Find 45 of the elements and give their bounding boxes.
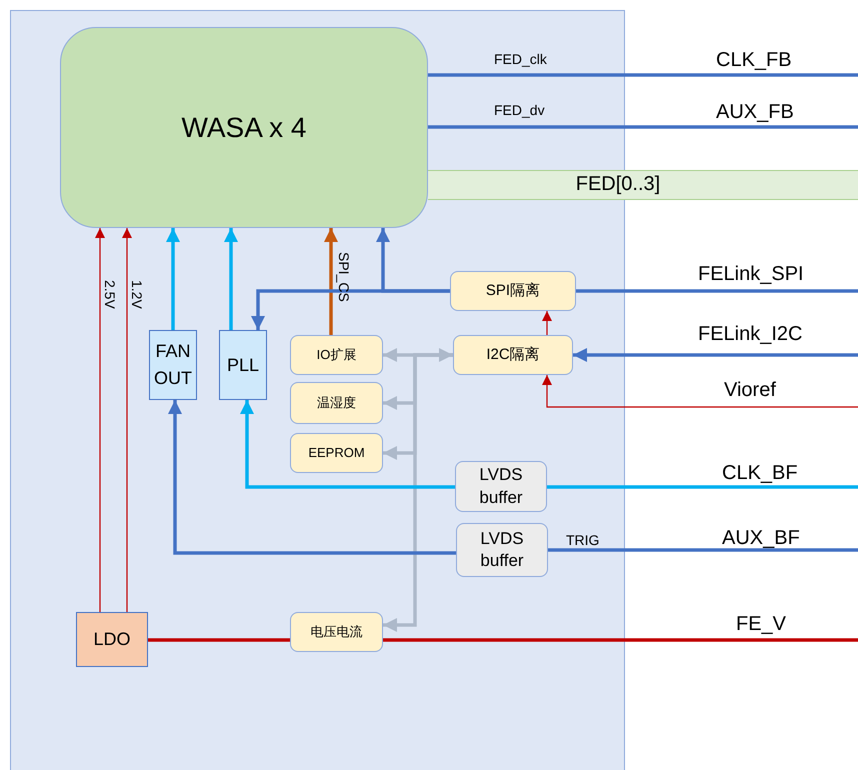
arrow xyxy=(122,228,132,612)
arrow xyxy=(240,400,455,489)
arrow xyxy=(542,375,858,408)
connector-line xyxy=(428,125,858,129)
edge-label: 1.2V xyxy=(130,280,144,309)
edge-label: FE_V xyxy=(736,614,786,634)
signal-band: FED[0..3] xyxy=(428,170,858,200)
connector-line xyxy=(576,289,858,293)
connector-line xyxy=(547,485,858,489)
edge-label: AUX_BF xyxy=(722,528,800,548)
process-box: FAN OUT xyxy=(149,330,197,400)
arrow xyxy=(95,228,105,612)
process-box: PLL xyxy=(219,330,267,400)
edge-label: FELink_SPI xyxy=(698,264,804,284)
process-box: SPI隔离 xyxy=(450,271,576,311)
arrow xyxy=(573,348,858,362)
arrow xyxy=(224,228,238,330)
arrow xyxy=(324,228,338,335)
edge-label: CLK_FB xyxy=(716,50,792,70)
edge-label: CLK_BF xyxy=(722,463,798,483)
signal-label: TRIG xyxy=(566,533,600,547)
connector-line xyxy=(148,638,290,642)
arrow xyxy=(542,311,552,335)
process-box: EEPROM xyxy=(290,433,383,473)
arrow xyxy=(166,228,180,330)
process-box: 电压电流 xyxy=(290,612,383,652)
connector-line xyxy=(383,638,858,642)
arrow xyxy=(168,400,456,555)
edge-label: FELink_I2C xyxy=(698,324,802,344)
connector-line xyxy=(428,73,858,77)
process-box: 温湿度 xyxy=(290,382,383,424)
chip-block: WASA x 4 xyxy=(60,27,428,228)
process-box: I2C隔离 xyxy=(453,335,573,375)
edge-label: 2.5V xyxy=(103,280,117,309)
process-box: LVDS buffer xyxy=(455,461,547,512)
connector-line xyxy=(548,548,858,552)
signal-label: FED_dv xyxy=(494,103,545,117)
process-box: LVDS buffer xyxy=(456,523,548,577)
arrow xyxy=(251,289,450,330)
edge-label: AUX_FB xyxy=(716,102,794,122)
signal-label: FED_clk xyxy=(494,52,547,66)
process-box: IO扩展 xyxy=(290,335,383,375)
process-box: LDO xyxy=(76,612,148,667)
edge-label: Vioref xyxy=(724,380,776,400)
edge-label: SPI_CS xyxy=(337,252,351,302)
